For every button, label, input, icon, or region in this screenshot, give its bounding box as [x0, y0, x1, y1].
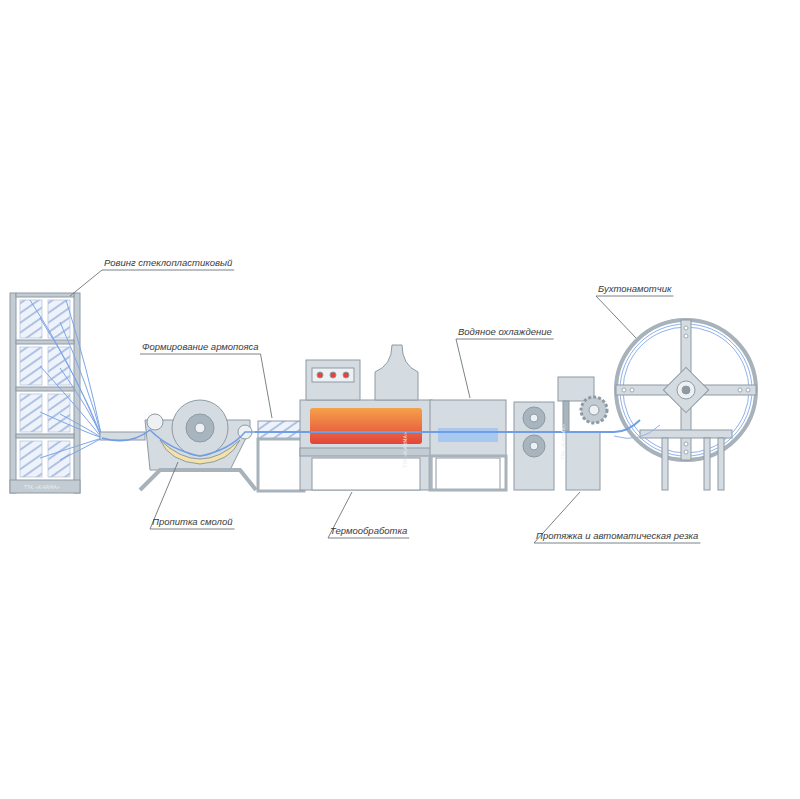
callout-label: Пропитка смолой — [152, 516, 233, 528]
callout-label: Водяное охлаждение — [458, 326, 552, 338]
label-underline — [102, 270, 234, 271]
callout-label: Ровинг стеклопластиковый — [104, 257, 232, 269]
label-underline — [140, 354, 261, 355]
label-underline — [534, 543, 700, 544]
callout-label: Термообработка — [330, 525, 407, 537]
leader-line — [596, 296, 636, 338]
watermark: TTK «K-ARMA» — [402, 432, 408, 468]
watermark: TTK «K-ARMA» — [560, 424, 566, 460]
leader-line — [456, 339, 470, 398]
label-underline — [328, 538, 409, 539]
watermark: TTK «K-ARMA» — [24, 484, 60, 490]
label-underline — [456, 339, 554, 340]
callout-label: Формирование армопояса — [142, 341, 259, 353]
label-underline — [596, 296, 673, 297]
callout-label: Бухтонамотчик — [598, 283, 671, 295]
callout-label: Протяжка и автоматическая резка — [536, 530, 698, 542]
label-underline — [150, 529, 235, 530]
leader-line — [70, 270, 102, 296]
leader-line — [261, 354, 272, 418]
